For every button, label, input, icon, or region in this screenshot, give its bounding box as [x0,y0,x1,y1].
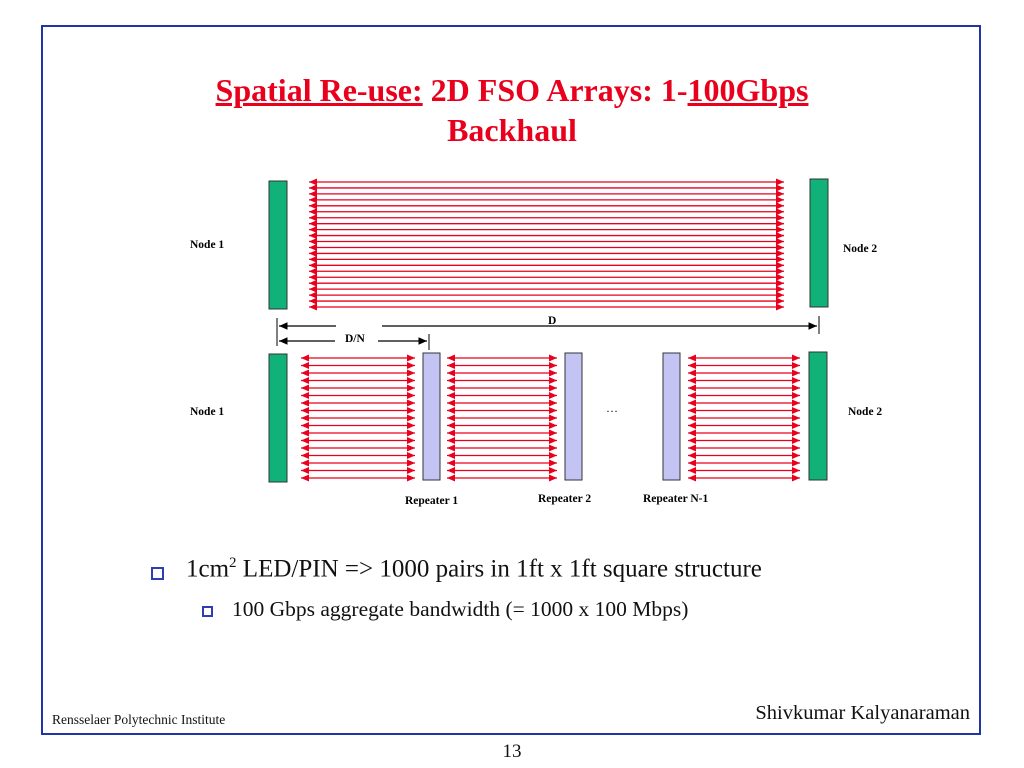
repeater1-label: Repeater 1 [405,495,458,507]
repeater1-panel [422,352,441,481]
top-node2-label: Node 2 [843,243,877,255]
page-number: 13 [502,741,522,762]
bottom-node1-panel [268,353,288,483]
slide-title: Spatial Re-use: 2D FSO Arrays: 1-100Gbps… [0,70,1024,150]
footer-institution: Rensselaer Polytechnic Institute [52,712,226,727]
title-line2: Backhaul [447,112,577,148]
top-node2-panel [809,178,829,308]
distance-label: D [548,315,556,327]
top-node1-panel [268,180,288,310]
footer-author: Shivkumar Kalyanaraman [755,702,970,724]
segment-label: D/N [345,333,366,345]
repeaterN1-panel [662,352,681,481]
bottom-node2-panel [808,351,828,481]
bottom-node2-label: Node 2 [848,406,882,418]
bullet-1-post: LED/PIN => 1000 pairs in 1ft x 1ft squar… [236,555,762,583]
bullet-2: 100 Gbps aggregate bandwidth (= 1000 x 1… [232,597,689,621]
top-beams [309,178,784,311]
repeater2-panel [564,352,583,481]
ellipsis-label: … [606,401,618,415]
slide-frame [41,25,981,735]
bottom-node1-label: Node 1 [190,406,224,418]
bullet-1-sup: 2 [229,555,237,571]
bullet-box-icon [151,567,164,580]
sub-bullet-box-icon [202,606,213,617]
title-part1: Spatial Re-use: [215,72,423,108]
title-part3: 100Gbps [687,72,809,108]
bullet-1-pre: 1cm [186,555,230,583]
repeaterN1-label: Repeater N-1 [643,493,708,505]
title-part2: 2D FSO Arrays: 1- [422,72,688,108]
repeater2-label: Repeater 2 [538,493,591,505]
bottom-beams [301,354,800,482]
top-node1-label: Node 1 [190,239,224,251]
bullet-1: 1cm2 LED/PIN => 1000 pairs in 1ft x 1ft … [186,555,762,583]
